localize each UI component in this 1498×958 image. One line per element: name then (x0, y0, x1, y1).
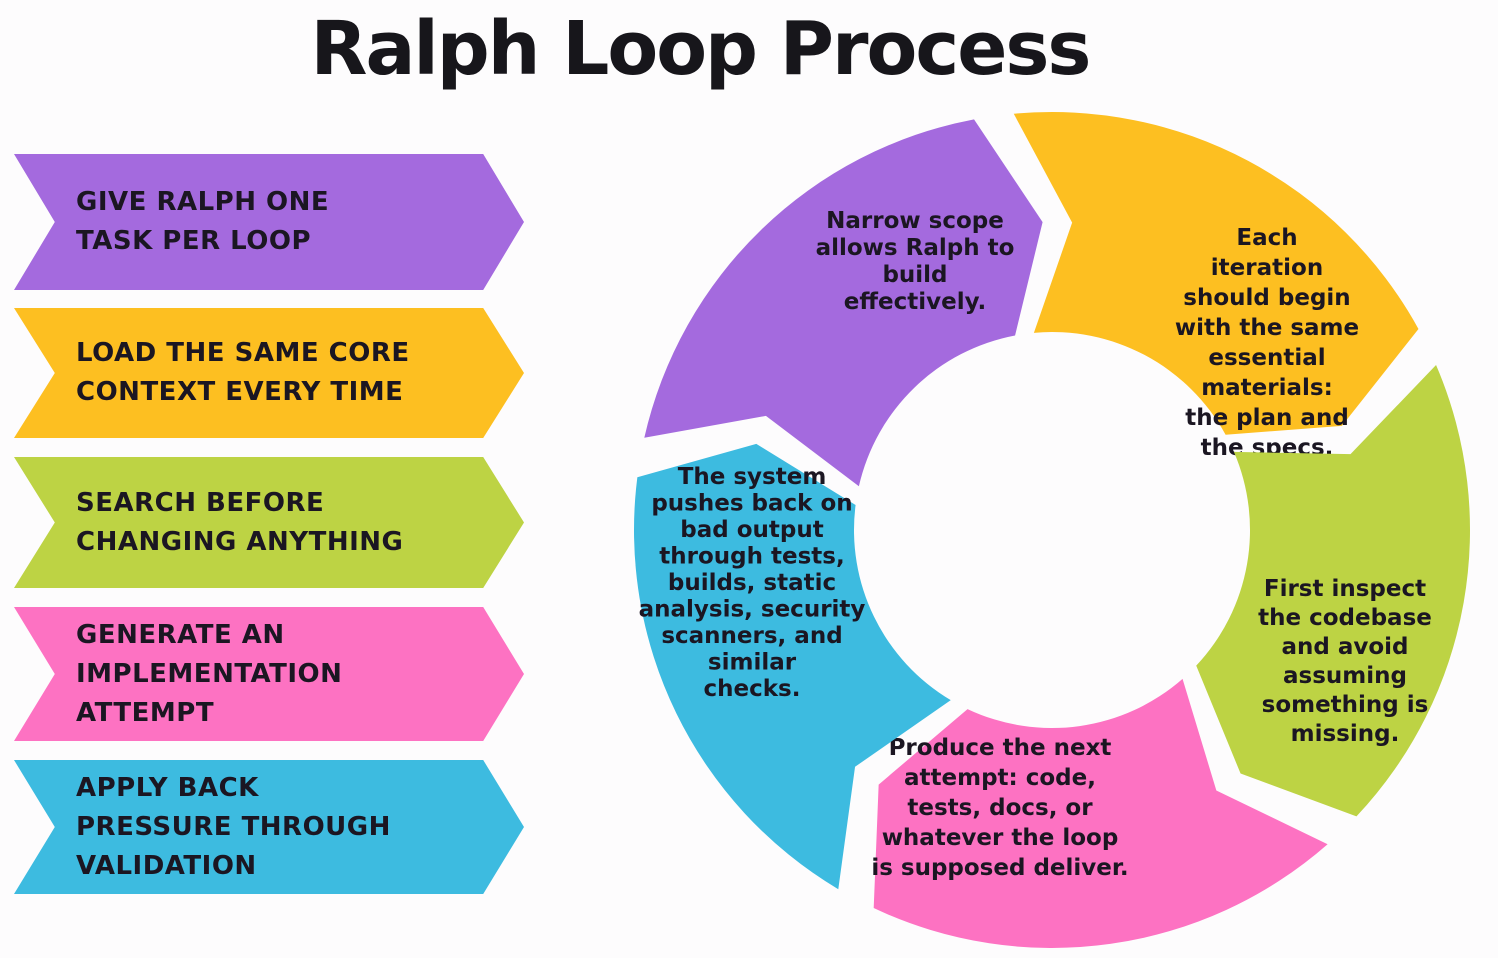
cycle-text-line: builds, static (668, 570, 836, 596)
cycle-text-line: missing. (1291, 721, 1400, 747)
cycle-text-line: is supposed deliver. (871, 855, 1128, 881)
cycle-text-line: The system (678, 464, 827, 490)
cycle-text-line: with the same (1175, 315, 1359, 341)
cycle-segment-attempt: Produce the next attempt: code, tests, doc… (871, 678, 1328, 948)
cycle-text-line: analysis, security (639, 597, 866, 623)
step-give-one-task: GIVE RALPH ONE TASK PER LOOP (14, 154, 524, 290)
page-title: Ralph Loop Process (310, 6, 1092, 92)
step-search-before-changing: SEARCH BEFORE CHANGING ANYTHING (14, 457, 524, 588)
cycle-arrow-search (1196, 364, 1470, 817)
cycle-text-line: Each (1236, 225, 1297, 251)
cycle-text-line: assuming (1283, 663, 1407, 689)
cycle-segment-search: First inspect the codebase and avoid assumi… (1196, 364, 1470, 817)
cycle-text-line: effectively. (844, 289, 986, 315)
cycle-text-search: First inspect the codebase and avoid assumi… (1258, 576, 1432, 747)
cycle-text-line: iteration (1211, 255, 1323, 281)
cycle-text-line: scanners, and (661, 623, 842, 649)
cycle-text-line: whatever the loop (882, 825, 1119, 851)
cycle-text-line: First inspect (1264, 576, 1426, 602)
cycle-text-line: Produce the next (889, 735, 1112, 761)
step-generate-attempt: GENERATE AN IMPLEMENTATION ATTEMPT (14, 607, 524, 741)
step-list: GIVE RALPH ONE TASK PER LOOP LOAD THE SA… (14, 0, 534, 958)
cycle-text-line: something is (1262, 692, 1429, 718)
cycle-text-line: build (882, 262, 947, 288)
cycle-text-line: similar (708, 650, 797, 676)
step-label: GENERATE AN IMPLEMENTATION ATTEMPT (76, 619, 343, 728)
cycle-segment-context: Each iteration should begin with the same es… (1013, 111, 1419, 461)
cycle-text-line: Narrow scope (826, 208, 1004, 234)
cycle-text-line: tests, docs, or (907, 795, 1093, 821)
cycle-arrow-validation (633, 443, 951, 890)
cycle-text-line: pushes back on (651, 491, 852, 517)
cycle-text-line: should begin (1183, 285, 1350, 311)
cycle-text-line: attempt: code, (904, 765, 1096, 791)
cycle-text-line: checks. (704, 676, 801, 702)
step-label: APPLY BACK PRESSURE THROUGH VALIDATION (76, 772, 391, 881)
cycle-arrow-context (1013, 111, 1419, 435)
step-label: LOAD THE SAME CORE CONTEXT EVERY TIME (76, 338, 410, 407)
cycle-text-line: through tests, (659, 544, 844, 570)
cycle-text-line: allows Ralph to (816, 235, 1015, 261)
step-load-core-context: LOAD THE SAME CORE CONTEXT EVERY TIME (14, 308, 524, 438)
cycle-text-line: essential (1208, 345, 1325, 371)
cycle-text-line: bad output (680, 517, 823, 543)
step-apply-back-pressure: APPLY BACK PRESSURE THROUGH VALIDATION (14, 760, 524, 894)
cycle-arrow-scope (644, 119, 1043, 487)
cycle-text-line: and avoid (1281, 634, 1408, 660)
cycle-text-line: the codebase (1258, 605, 1432, 631)
cycle-text-line: the plan and (1185, 405, 1349, 431)
cycle-text-attempt: Produce the next attempt: code, tests, doc… (871, 735, 1128, 881)
step-label: GIVE RALPH ONE TASK PER LOOP (76, 187, 330, 256)
cycle-arrow-attempt (873, 678, 1328, 948)
step-label: SEARCH BEFORE CHANGING ANYTHING (76, 487, 404, 557)
cycle-text-line: materials: (1201, 375, 1333, 401)
